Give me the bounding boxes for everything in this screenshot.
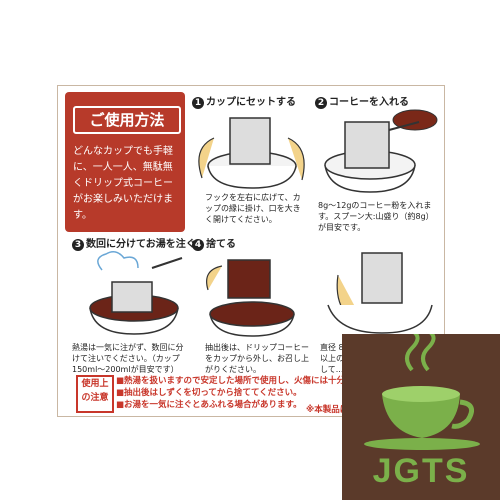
step-1-caption: フックを左右に広げて、カップの縁に掛け、口を大きく開けてください。 (205, 193, 301, 224)
step-3-caption: 熱湯は一気に注がず、数回に分けて注いでください。（カップ150ml〜200mlが… (72, 343, 184, 374)
step-1-number: 1 (192, 97, 204, 109)
step-2-caption: 8g〜12gのコーヒー粉を入れます。スプーン大:山盛り（約8g）が目安です。 (318, 201, 434, 232)
step-3-number: 3 (72, 239, 84, 251)
step-2-title: コーヒーを入れる (329, 97, 409, 108)
note-line-2: ■抽出後はしずくを切ってから捨ててください。 (116, 388, 302, 398)
step-1-illustration (198, 117, 305, 189)
step-5-illustration (327, 252, 433, 334)
step-2-illustration (324, 109, 438, 193)
tea-cup-icon (364, 330, 480, 450)
notes-label: 使用上の注意 (76, 375, 114, 413)
note-line-1: ■熱湯を扱いますので安定した場所で使用し、火傷には十分ご注意 (116, 376, 371, 386)
logo-text: JGTS (372, 452, 470, 490)
step-4-number: 4 (192, 239, 204, 251)
step-3-illustration (89, 251, 183, 335)
step-4-illustration (206, 259, 295, 337)
step-2-number: 2 (315, 97, 327, 109)
step-1-title: カップにセットする (206, 97, 296, 108)
step-3-title: 数回に分けてお湯を注ぐ (86, 239, 196, 250)
jgts-logo: JGTS (342, 330, 500, 500)
intro-box: ご使用方法 どんなカップでも手軽に、一人一人、無駄無くドリップ式コーヒーがお楽し… (65, 92, 185, 232)
note-line-3: ■お湯を一気に注ぐとあふれる場合があります。 (116, 400, 302, 410)
notes-extra: ※本製品は... (306, 405, 358, 415)
intro-title: ご使用方法 (73, 106, 181, 134)
intro-text: どんなカップでも手軽に、一人一人、無駄無くドリップ式コーヒーがお楽しみいただけま… (73, 146, 173, 221)
step-4-caption: 抽出後は、ドリップコーヒーをカップから外し、お召し上がりください。 (205, 343, 309, 374)
notes-list: ■熱湯を扱いますので安定した場所で使用し、火傷には十分ご注意 ■抽出後はしずくを… (116, 375, 371, 411)
step-4-title: 捨てる (206, 239, 236, 250)
